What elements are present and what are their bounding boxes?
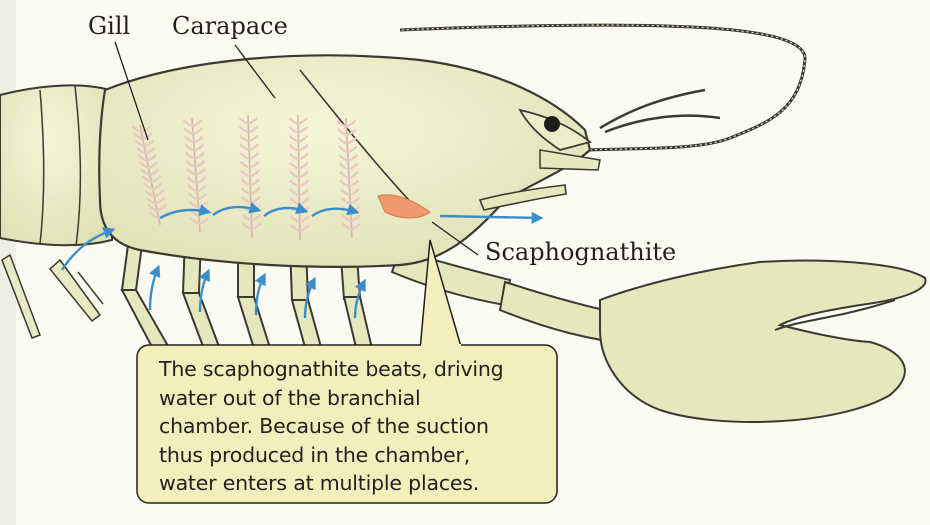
arrow-icon: [256, 276, 264, 315]
swimmerets: [2, 255, 103, 338]
label-scaphognathite: Scaphognathite: [485, 240, 676, 264]
antennule-lower: [605, 116, 720, 132]
eye-icon: [544, 116, 560, 132]
label-gill: Gill: [88, 14, 130, 38]
callout-text: The scaphognathite beats, driving water …: [137, 345, 557, 503]
callout-line: water out of the branchial: [159, 384, 543, 413]
antennule-upper: [600, 90, 705, 128]
callout-line: thus produced in the chamber,: [159, 441, 543, 470]
arrow-icon: [150, 268, 158, 310]
label-carapace: Carapace: [172, 14, 288, 38]
callout-line: water enters at multiple places.: [159, 469, 543, 498]
callout-line: The scaphognathite beats, driving: [159, 355, 543, 384]
callout-line: chamber. Because of the suction: [159, 412, 543, 441]
abdomen: [0, 85, 112, 245]
carapace-shape: [99, 55, 590, 266]
